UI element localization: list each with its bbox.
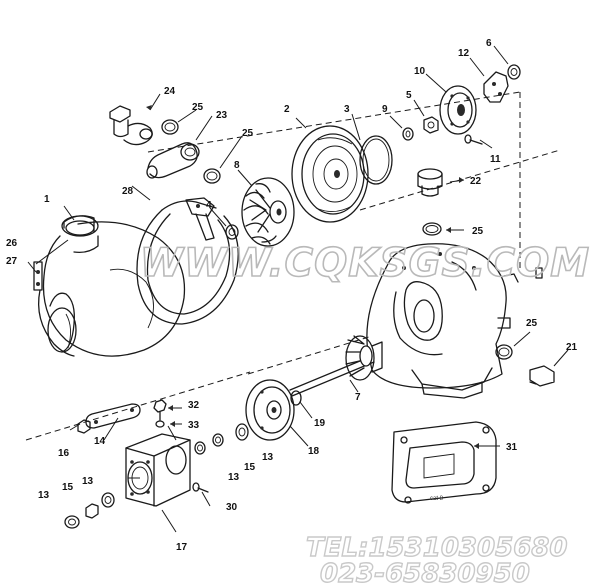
callout-13-c: 13 xyxy=(228,472,240,483)
part-backplate xyxy=(291,125,369,223)
part-o-ring xyxy=(359,135,393,185)
callout-15-b: 15 xyxy=(244,462,256,473)
callout-27: 27 xyxy=(6,256,18,267)
callout-6: 6 xyxy=(486,38,492,49)
callout-23: 23 xyxy=(216,110,228,121)
part-oil-elbow xyxy=(146,142,200,179)
leader-lines xyxy=(27,45,569,533)
part-plug-22 xyxy=(417,168,443,197)
part-screw-30 xyxy=(192,482,209,493)
callout-25-b: 25 xyxy=(242,128,254,139)
callout-16: 16 xyxy=(58,448,70,459)
callout-1: 1 xyxy=(44,194,50,205)
part-seal-ring-side xyxy=(495,344,513,360)
part-bearing-disc xyxy=(245,379,295,441)
callout-21: 21 xyxy=(566,342,578,353)
part-compressor-wheel xyxy=(241,177,295,247)
callout-12: 12 xyxy=(458,48,470,59)
callout-25-d: 25 xyxy=(526,318,538,329)
part-v-band-clamp xyxy=(136,197,239,325)
callout-10: 10 xyxy=(414,66,426,77)
part-ring-19 xyxy=(290,390,302,406)
part-wastegate-body xyxy=(125,433,191,507)
callout-2: 2 xyxy=(284,104,290,115)
part-cap-6 xyxy=(507,64,521,80)
part-banjo-bolt xyxy=(109,105,153,146)
part-seal-plate xyxy=(439,85,477,135)
callout-4: 4 xyxy=(206,200,212,211)
callout-25-a: 25 xyxy=(192,102,204,113)
contact-tel: TEL:15310305680 xyxy=(306,533,567,563)
callout-22: 22 xyxy=(470,176,482,187)
callout-9: 9 xyxy=(382,104,388,115)
callout-8: 8 xyxy=(234,160,240,171)
part-screw-11 xyxy=(464,134,483,145)
engraved-text: cat 8 xyxy=(430,496,444,502)
callout-32: 32 xyxy=(188,400,200,411)
contact-phone: 023-65830950 xyxy=(320,559,530,587)
callout-17: 17 xyxy=(176,542,188,553)
part-washers-lower xyxy=(64,492,115,529)
callout-7: 7 xyxy=(355,392,361,403)
part-plug-21 xyxy=(529,365,555,387)
part-washers-middle xyxy=(194,423,249,455)
part-turbine-shaft xyxy=(289,335,383,397)
callout-14: 14 xyxy=(94,436,106,447)
callout-31: 31 xyxy=(506,442,518,453)
callout-24: 24 xyxy=(164,86,176,97)
part-seal-ring-mid xyxy=(203,168,221,184)
part-washer-9 xyxy=(402,127,414,141)
callout-13-b: 13 xyxy=(38,490,50,501)
part-link-arm xyxy=(85,403,141,429)
callout-labels: 1 2 3 4 5 6 7 8 9 10 11 12 13 13 13 13 1… xyxy=(6,38,578,553)
part-exhaust-gasket xyxy=(391,421,497,504)
callout-15-a: 15 xyxy=(62,482,74,493)
callout-3: 3 xyxy=(344,104,350,115)
callout-26: 26 xyxy=(6,238,18,249)
callout-25-c: 25 xyxy=(472,226,484,237)
callout-28: 28 xyxy=(122,186,134,197)
callout-5: 5 xyxy=(406,90,412,101)
part-clip xyxy=(33,261,43,291)
part-bracket-12 xyxy=(483,71,509,103)
part-nut-16 xyxy=(77,419,91,434)
callout-13-d: 13 xyxy=(262,452,274,463)
watermark-text: WWW.CQKSGS.COM xyxy=(140,241,590,286)
leader-arrowheads xyxy=(146,105,479,449)
callout-13-a: 13 xyxy=(82,476,94,487)
part-compressor-housing xyxy=(37,215,186,357)
part-nut-5 xyxy=(423,116,439,134)
callout-18: 18 xyxy=(308,446,320,457)
callout-30: 30 xyxy=(226,502,238,513)
callout-33: 33 xyxy=(188,420,200,431)
part-bolt-32 xyxy=(153,399,167,428)
callout-19: 19 xyxy=(314,418,326,429)
part-seal-ring-upper-left xyxy=(161,119,179,135)
part-seal-ring-right xyxy=(422,222,442,236)
callout-11: 11 xyxy=(490,154,501,165)
